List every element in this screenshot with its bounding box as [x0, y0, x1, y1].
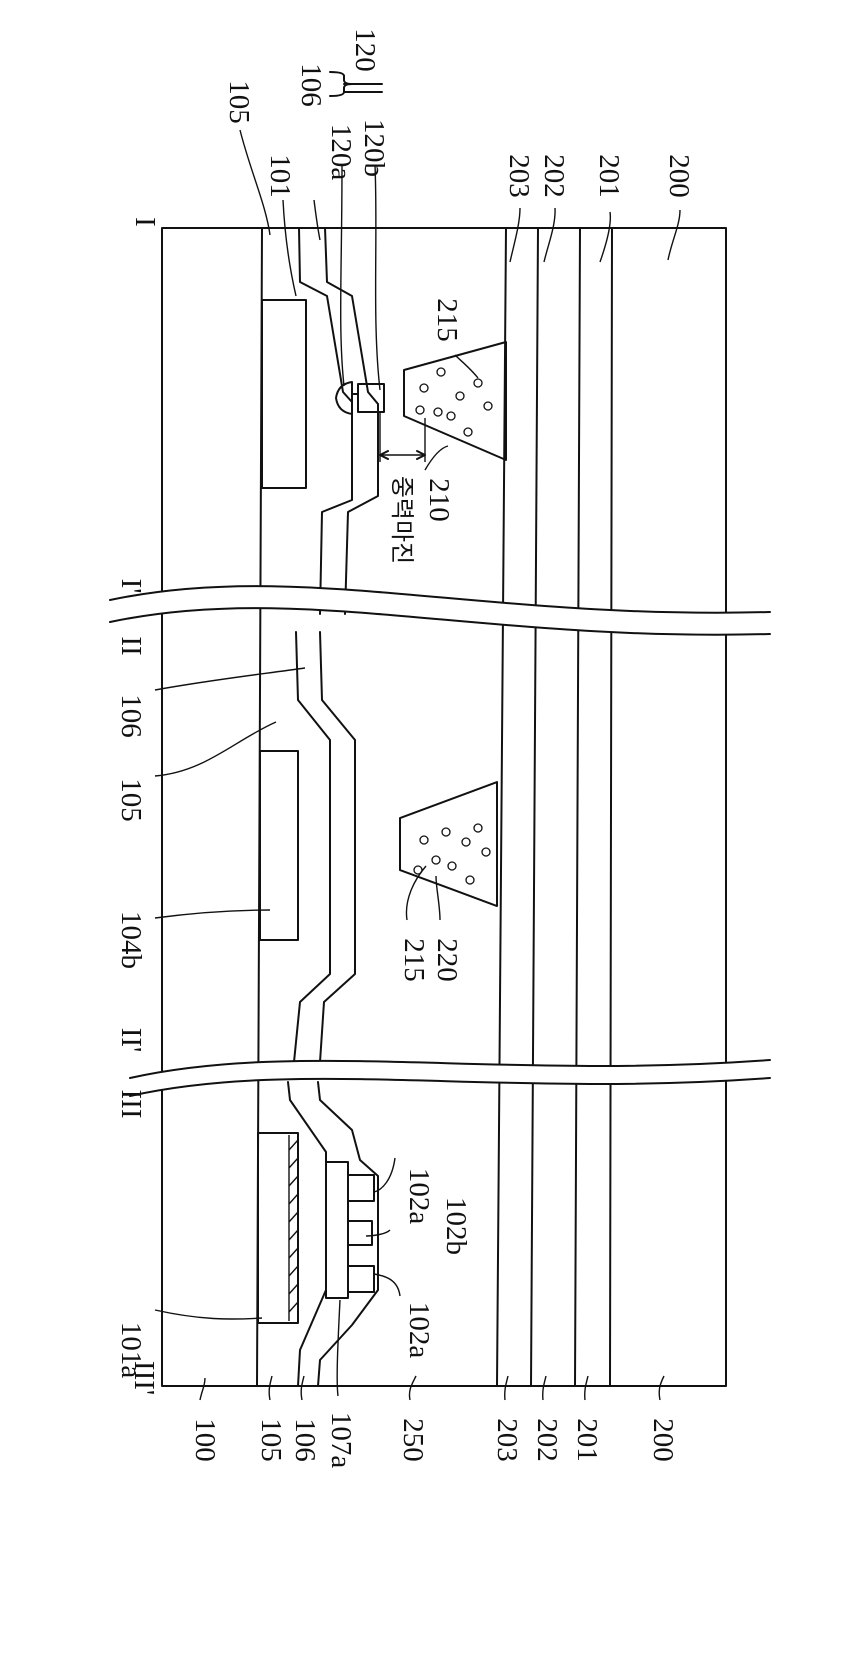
label-101: 101 — [264, 154, 296, 198]
pad-101a — [258, 1133, 298, 1323]
label-201-top: 201 — [593, 154, 625, 198]
label-107a: 107a — [325, 1412, 357, 1469]
bump-102b — [348, 1221, 372, 1245]
label-105-top: 105 — [223, 80, 255, 124]
label-210: 210 — [423, 478, 455, 522]
label-II: II — [115, 636, 147, 655]
label-I-prime: I' — [115, 579, 147, 594]
label-250: 250 — [397, 1418, 429, 1462]
label-215-upper: 215 — [431, 298, 463, 342]
pad-104b — [260, 751, 298, 940]
label-200-top: 200 — [663, 154, 695, 198]
layer-202-line — [531, 228, 538, 1386]
column-spacer-220 — [400, 782, 497, 906]
bump-102a-upper — [348, 1175, 374, 1201]
label-105-mid: 105 — [115, 778, 147, 822]
break-line-1 — [110, 586, 770, 635]
label-gravity-margin: 중력마진 — [388, 476, 416, 564]
label-120a: 120a — [325, 124, 357, 181]
label-102a-upper: 102a — [403, 1168, 435, 1225]
label-203-bottom: 203 — [491, 1418, 523, 1462]
layer-203-line — [497, 228, 506, 1386]
label-106-mid: 106 — [115, 694, 147, 738]
label-120: 120 — [349, 28, 381, 72]
label-200-bottom: 200 — [647, 1418, 679, 1462]
particles-215-lower — [414, 824, 490, 884]
break-line-2 — [130, 1060, 770, 1096]
label-I: I — [129, 217, 161, 227]
label-III: III — [115, 1090, 147, 1119]
label-220: 220 — [431, 938, 463, 982]
layer-106-surface-section-2a — [294, 632, 330, 1062]
gate-electrode-101 — [262, 300, 306, 488]
label-100: 100 — [189, 1418, 221, 1462]
label-105-bottom: 105 — [255, 1418, 287, 1462]
column-spacer-210 — [404, 342, 506, 460]
layer-201-line-a — [610, 228, 612, 1386]
electrode-107a — [326, 1162, 348, 1298]
label-102a-lower: 102a — [403, 1302, 435, 1359]
label-202-bottom: 202 — [531, 1418, 563, 1462]
label-215-lower: 215 — [398, 938, 430, 982]
label-203-top: 203 — [503, 154, 535, 198]
bump-102a-lower — [348, 1266, 374, 1292]
label-104b: 104b — [115, 911, 147, 969]
layer-106-surface-section-2b — [320, 632, 355, 1062]
label-201-bottom: 201 — [571, 1418, 603, 1462]
label-II-prime: II' — [115, 1028, 147, 1053]
brace-120-body — [344, 84, 382, 92]
gravity-margin-dimension — [380, 412, 425, 462]
label-106-top: 106 — [295, 63, 327, 107]
layer-201-line-b — [575, 228, 580, 1386]
label-101a: 101a — [115, 1322, 147, 1379]
pad-101a-hatching — [289, 1140, 298, 1312]
label-202-top: 202 — [538, 154, 570, 198]
label-106-bottom: 106 — [289, 1418, 321, 1462]
label-102b: 102b — [440, 1197, 472, 1255]
label-120b: 120b — [358, 119, 390, 177]
